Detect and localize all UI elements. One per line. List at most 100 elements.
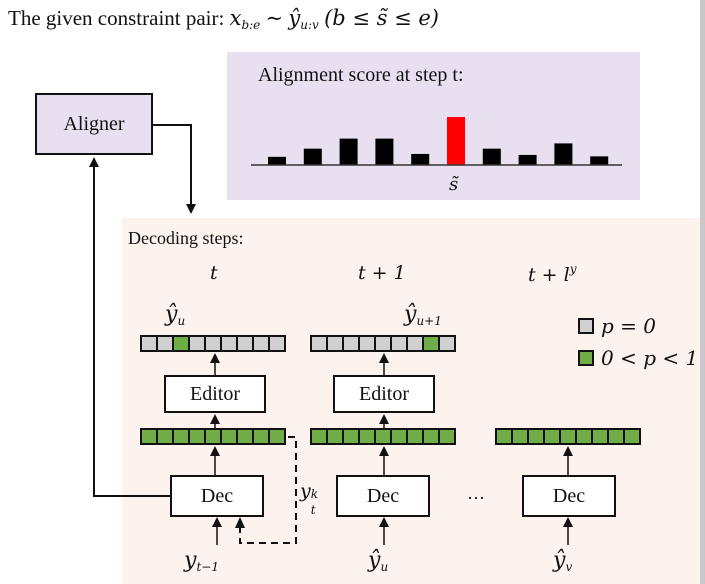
vector-cell <box>376 337 390 350</box>
legend-green-swatch <box>578 350 594 366</box>
decoding-title: Decoding steps: <box>128 228 244 248</box>
y-sub: u:v <box>300 18 319 32</box>
vector-cell-selected <box>424 337 438 350</box>
input-to-dec-arrow-head <box>212 517 222 527</box>
vector-cell <box>408 430 422 443</box>
vector-cell <box>440 337 454 350</box>
vector-cell <box>360 337 374 350</box>
scrollbar[interactable] <box>700 0 705 584</box>
hidden-to-editor-arrow-head <box>379 414 389 424</box>
vector-cell <box>344 430 358 443</box>
editor-box-t1: Editor <box>333 375 435 413</box>
output-label-t1: ŷu+1 <box>404 302 442 328</box>
step-header-t: t <box>210 262 218 284</box>
feedback-arrowhead <box>235 517 245 528</box>
vector-cell <box>593 430 607 443</box>
x-sub: b:e <box>241 18 261 32</box>
vector-cell <box>344 337 358 350</box>
y-var: ŷ <box>288 6 301 30</box>
alignment-bar <box>303 148 322 165</box>
input-to-dec-arrow-head <box>379 517 389 527</box>
vector-cell <box>190 430 204 443</box>
vector-cell <box>238 430 252 443</box>
feedback-dashed-arrow <box>239 436 297 544</box>
legend-gray-swatch <box>578 318 594 334</box>
vector-cell <box>142 337 156 350</box>
vector-cell <box>158 430 172 443</box>
alignment-bar-highlight <box>447 117 465 165</box>
vector-cell <box>312 337 326 350</box>
vector-cell <box>561 430 575 443</box>
condition: (b ≤ s̃ ≤ e) <box>324 6 440 30</box>
dec-box-t1: Dec <box>336 475 430 517</box>
vector-cell <box>270 430 284 443</box>
alignment-bar <box>482 148 501 165</box>
vector-cell <box>206 337 220 350</box>
alignment-bar <box>339 138 358 165</box>
dec-to-hidden-arrow-head <box>210 446 220 456</box>
output-label-t: ŷu <box>165 302 186 328</box>
vector-cell-selected <box>174 337 188 350</box>
vector-cell <box>158 337 172 350</box>
vector-cell <box>142 430 156 443</box>
x-var: x <box>229 6 242 30</box>
legend-gray-label: p = 0 <box>601 314 656 338</box>
s-tilde-label: s̃ <box>449 174 459 195</box>
hidden-vector-t1 <box>310 428 456 445</box>
vector-cell <box>529 430 543 443</box>
input-to-dec-arrow-head <box>563 517 573 527</box>
vector-cell <box>312 430 326 443</box>
vector-cell <box>222 337 236 350</box>
hidden-vector-t <box>140 428 286 445</box>
legend-green-label: 0 < p < 1 <box>601 346 699 370</box>
editor-to-output-arrow-head <box>210 353 220 363</box>
vector-cell <box>360 430 374 443</box>
vector-cell <box>174 430 188 443</box>
vector-cell <box>328 337 342 350</box>
vector-cell <box>376 430 390 443</box>
alignment-bar <box>268 156 286 165</box>
alignment-bar <box>518 154 537 165</box>
vector-cell <box>625 430 639 443</box>
output-vector-t <box>140 335 286 352</box>
vector-cell <box>206 430 220 443</box>
vector-cell <box>222 430 236 443</box>
vector-cell <box>392 337 406 350</box>
vector-cell <box>408 337 422 350</box>
alignment-bar <box>375 138 394 165</box>
vector-cell <box>254 430 268 443</box>
dec-box-t: Dec <box>170 475 264 517</box>
vector-cell <box>270 337 284 350</box>
editor-to-output-arrow-head <box>379 353 389 363</box>
vector-cell <box>424 430 438 443</box>
dec-to-aligner-arrow <box>93 166 170 497</box>
aligner-label: Aligner <box>63 112 125 135</box>
vector-cell <box>440 430 454 443</box>
input-label-tly: ŷv <box>553 548 573 574</box>
alignment-bar <box>590 156 609 165</box>
relation: ∼ <box>265 6 284 30</box>
ellipsis: ··· <box>467 488 485 508</box>
constraint-pair-title: The given constraint pair: xb:e ∼ ŷu:v (… <box>8 6 439 32</box>
alignment-bar <box>554 143 573 165</box>
output-vector-t1 <box>310 335 456 352</box>
input-label-t1: ŷu <box>368 548 389 574</box>
dec-box-tly: Dec <box>522 475 616 517</box>
hidden-vector-tly <box>495 428 641 445</box>
vector-cell <box>497 430 511 443</box>
title-prefix: The given constraint pair: <box>8 6 225 30</box>
vector-cell <box>392 430 406 443</box>
vector-cell <box>609 430 623 443</box>
hidden-to-editor-arrow-head <box>210 414 220 424</box>
vector-cell <box>545 430 559 443</box>
vector-cell <box>577 430 591 443</box>
editor-box-t: Editor <box>164 375 266 413</box>
vector-cell <box>238 337 252 350</box>
alignment-title: Alignment score at step t: <box>258 64 464 86</box>
dec-to-hidden-arrow-head <box>563 446 573 456</box>
vector-cell <box>190 337 204 350</box>
alignment-score-panel <box>227 52 640 200</box>
